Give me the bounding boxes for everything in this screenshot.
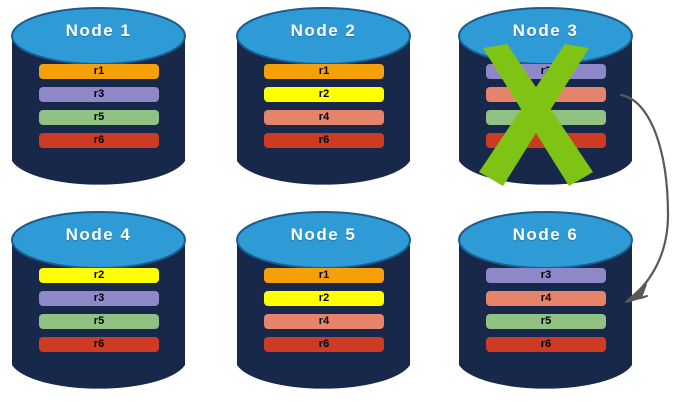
replica-bar[interactable]: r3	[486, 64, 606, 79]
replica-bar[interactable]: r3	[39, 87, 159, 102]
replica-bar[interactable]: r4	[264, 314, 384, 329]
node-6-replica-list: r3 r4 r5 r6	[486, 268, 606, 352]
replica-bar[interactable]: r1	[264, 64, 384, 79]
node-1-replica-list: r1 r3 r5 r6	[39, 64, 159, 148]
replica-bar[interactable]: r4	[486, 291, 606, 306]
node-4-replica-list: r2 r3 r5 r6	[39, 268, 159, 352]
replica-bar[interactable]: r5	[486, 314, 606, 329]
replica-bar[interactable]: r5	[39, 110, 159, 125]
replica-bar[interactable]: r6	[264, 133, 384, 148]
replica-bar[interactable]: r5	[486, 110, 606, 125]
replica-bar[interactable]: r3	[486, 268, 606, 283]
replica-bar[interactable]: r6	[39, 133, 159, 148]
replica-bar[interactable]: r4	[486, 87, 606, 102]
replica-bar[interactable]: r4	[264, 110, 384, 125]
node-2-replica-list: r1 r2 r4 r6	[264, 64, 384, 148]
replica-bar[interactable]: r6	[486, 133, 606, 148]
replica-bar[interactable]: r2	[264, 87, 384, 102]
node-4[interactable]: Node 4 r2 r3 r5 r6	[10, 208, 187, 397]
replica-bar[interactable]: r1	[39, 64, 159, 79]
node-2[interactable]: Node 2 r1 r2 r4 r6	[235, 4, 412, 193]
node-6[interactable]: Node 6 r3 r4 r5 r6	[457, 208, 634, 397]
replica-bar[interactable]: r2	[39, 268, 159, 283]
node-5[interactable]: Node 5 r1 r2 r4 r6	[235, 208, 412, 397]
node-1[interactable]: Node 1 r1 r3 r5 r6	[10, 4, 187, 193]
replica-bar[interactable]: r2	[264, 291, 384, 306]
node-3[interactable]: Node 3 r3 r4 r5 r6	[457, 4, 634, 193]
node-3-replica-list: r3 r4 r5 r6	[486, 64, 606, 148]
replica-bar[interactable]: r6	[39, 337, 159, 352]
replica-bar[interactable]: r1	[264, 268, 384, 283]
replica-bar[interactable]: r3	[39, 291, 159, 306]
replica-bar[interactable]: r6	[486, 337, 606, 352]
replica-bar[interactable]: r6	[264, 337, 384, 352]
node-5-replica-list: r1 r2 r4 r6	[264, 268, 384, 352]
replica-bar[interactable]: r5	[39, 314, 159, 329]
